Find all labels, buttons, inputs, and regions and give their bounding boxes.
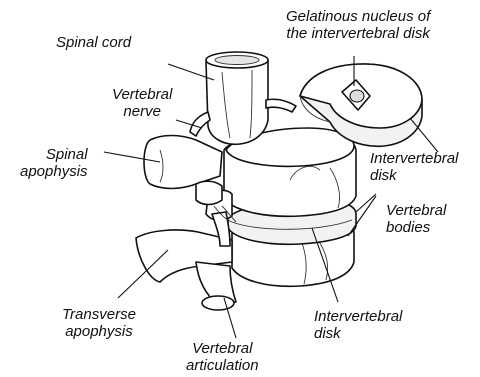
label-vertebral-bodies: Vertebral bodies: [386, 202, 446, 236]
label-intervertebral-disk-top: Intervertebral disk: [370, 150, 458, 184]
spinal-apophysis: [144, 136, 222, 189]
spinal-cord: [206, 52, 268, 144]
label-spinal-apophysis: Spinal apophysis: [20, 146, 88, 180]
label-spinal-cord: Spinal cord: [56, 34, 131, 51]
label-transverse-apophysis: Transverse apophysis: [62, 306, 136, 340]
label-gelatinous-nucleus: Gelatinous nucleus of the intervertebral…: [286, 8, 430, 42]
label-vertebral-articulation: Vertebral articulation: [186, 340, 259, 374]
label-intervertebral-disk-bottom: Intervertebral disk: [314, 308, 402, 342]
label-vertebral-nerve: Vertebral nerve: [112, 86, 172, 120]
transverse-apophysis-shape: [136, 190, 236, 310]
